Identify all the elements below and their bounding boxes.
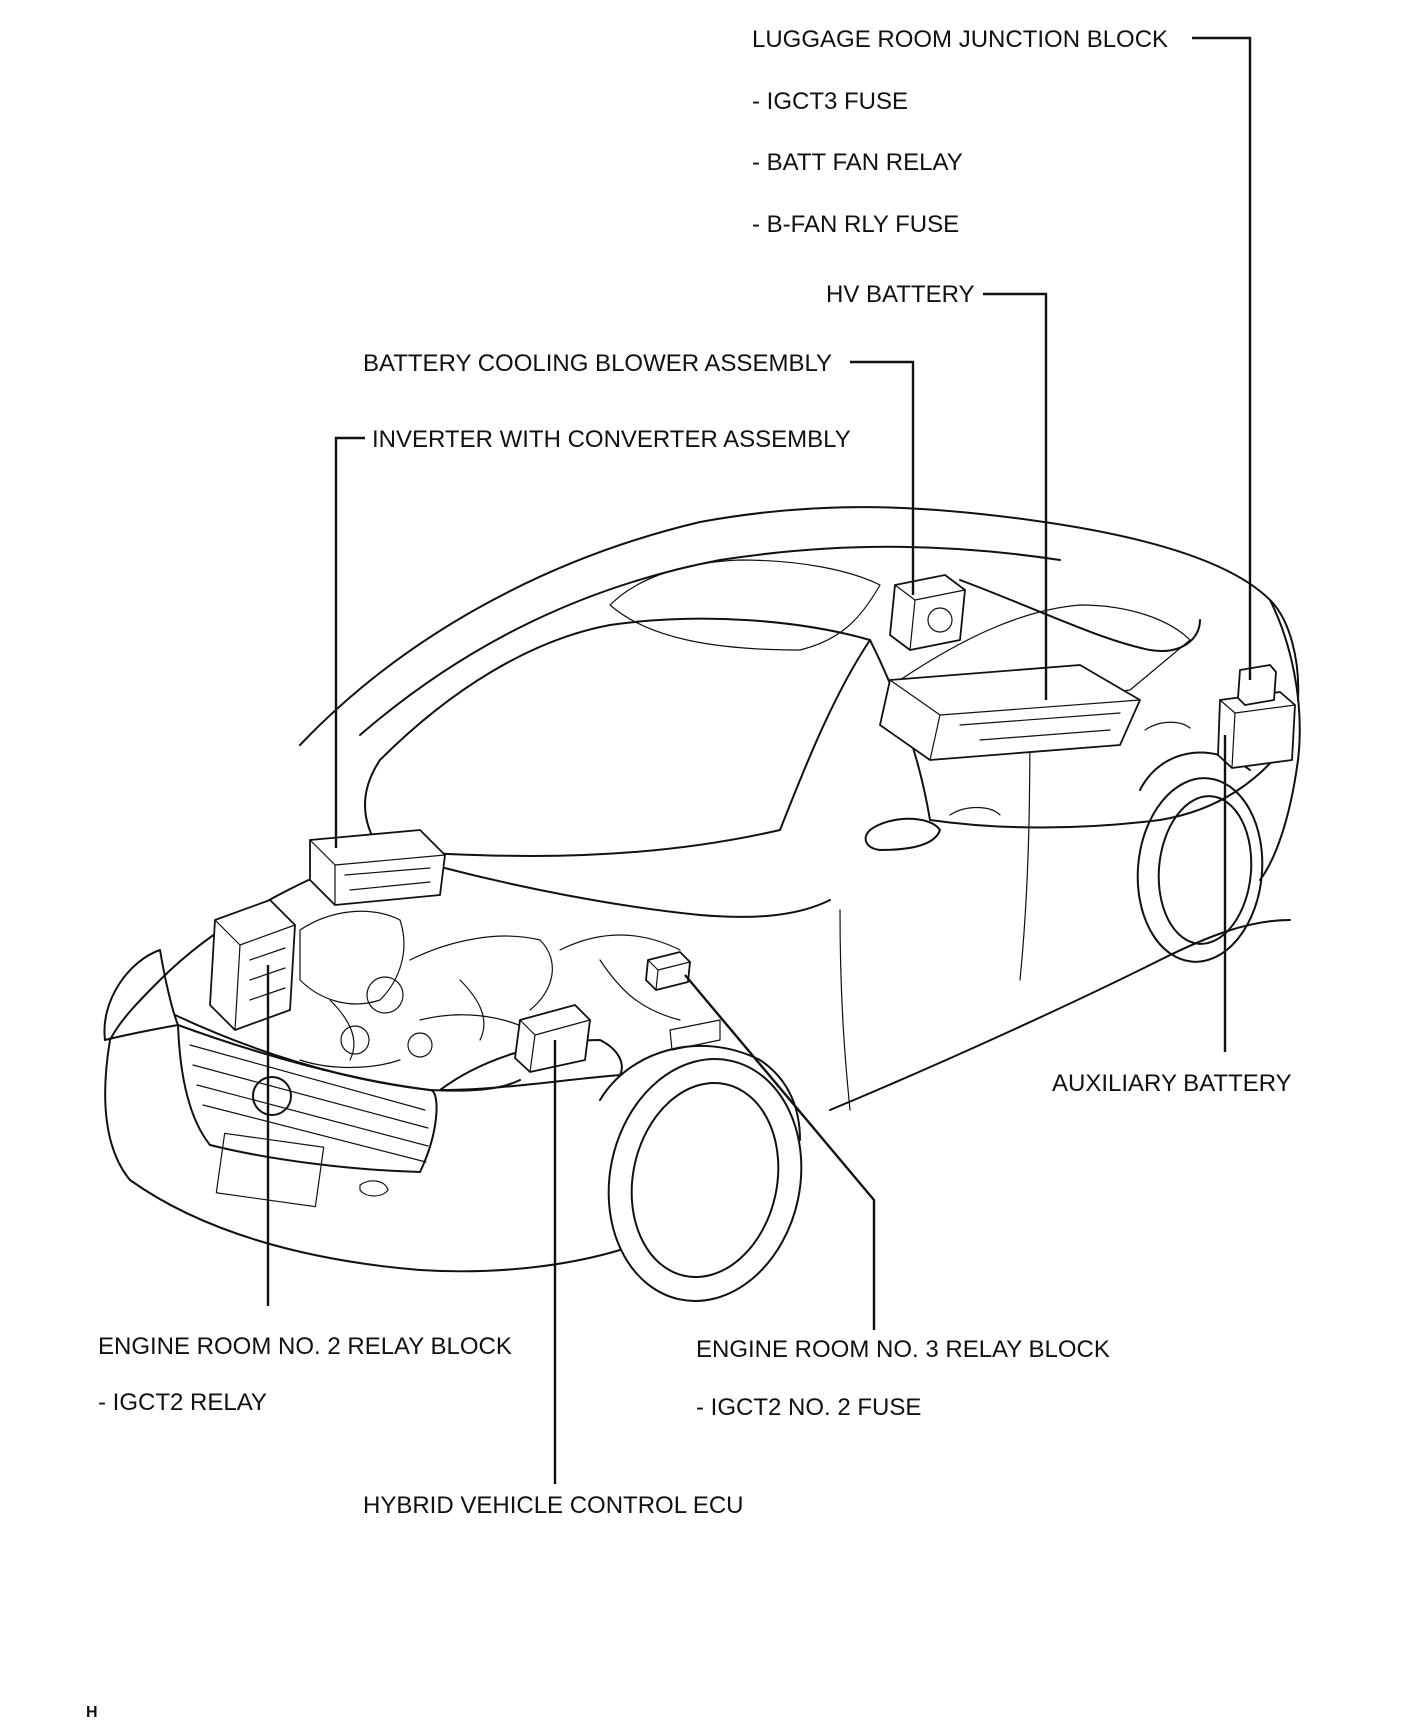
label-auxiliary-battery: AUXILIARY BATTERY [1052,1070,1292,1097]
labels: LUGGAGE ROOM JUNCTION BLOCK - IGCT3 FUSE… [86,26,1292,1721]
luggage-room-junction-block [1237,664,1277,706]
label-hv-battery: HV BATTERY [826,281,974,308]
leader-inverter-with-converter-assembly [334,436,365,848]
hv-battery [879,664,1141,761]
leader-luggage-room-junction-block [1192,36,1252,680]
label-batt-fan-relay: - BATT FAN RELAY [752,149,963,176]
leader-battery-cooling-blower-assembly [850,360,915,595]
label-inverter-with-converter-assembly: INVERTER WITH CONVERTER ASSEMBLY [372,426,851,453]
label-engine-room-no3-relay-block: ENGINE ROOM NO. 3 RELAY BLOCK [696,1336,1110,1363]
inverter-with-converter-assembly [309,829,446,906]
label-hybrid-vehicle-control-ecu: HYBRID VEHICLE CONTROL ECU [363,1492,744,1519]
label-battery-cooling-blower-assembly: BATTERY COOLING BLOWER ASSEMBLY [363,350,832,377]
label-b-fan-rly-fuse: - B-FAN RLY FUSE [752,211,959,238]
label-engine-room-no2-relay-block: ENGINE ROOM NO. 2 RELAY BLOCK [98,1333,512,1360]
label-igct2-no2-fuse: - IGCT2 NO. 2 FUSE [696,1394,921,1421]
label-igct2-relay: - IGCT2 RELAY [98,1389,267,1416]
engine-room-no3-relay-block [645,951,691,991]
label-igct3-fuse: - IGCT3 FUSE [752,88,908,115]
auxiliary-battery [1217,691,1296,769]
car-illustration [103,506,1301,1302]
engine-room-no2-relay-block [209,899,296,1031]
leader-engine-room-no3-relay-block [684,974,876,1330]
corner-mark: H [86,1704,98,1721]
leader-lines [266,36,1252,1484]
hybrid-vehicle-control-ecu [514,1004,591,1073]
leader-hv-battery [983,292,1048,700]
label-luggage-room-junction-block: LUGGAGE ROOM JUNCTION BLOCK [752,26,1168,53]
battery-cooling-blower-assembly [889,574,966,651]
